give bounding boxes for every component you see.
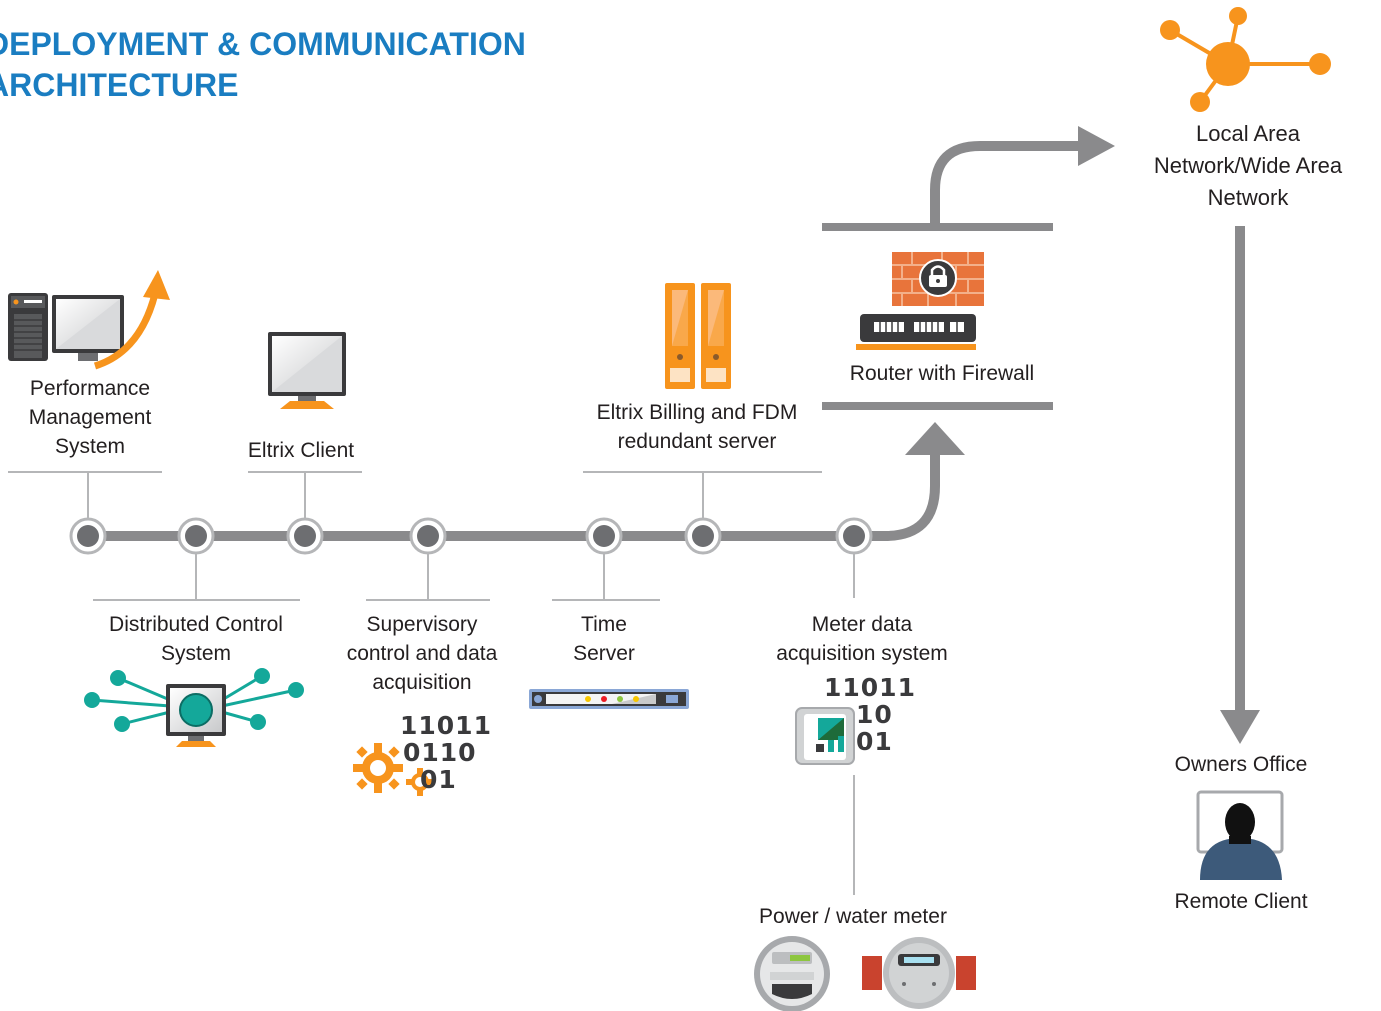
scada-binary-icon: 11011 0110 01 bbox=[400, 712, 492, 793]
label-line: System bbox=[54, 435, 125, 458]
performance-monitor-icon bbox=[52, 295, 124, 361]
label-line: Time bbox=[581, 613, 627, 636]
label-line: acquisition bbox=[372, 671, 472, 694]
performance-management-label: Performance Management System bbox=[10, 374, 170, 461]
mdas-binary-icon: 11011 10 01 bbox=[824, 674, 916, 755]
owners-arrow bbox=[1220, 710, 1260, 744]
firewall-icon bbox=[892, 252, 984, 306]
billing-server-icon bbox=[665, 283, 731, 389]
remote-client-icon bbox=[1196, 790, 1284, 880]
eltrix-client-label: Eltrix Client bbox=[247, 439, 355, 462]
label-line: control and data bbox=[346, 642, 498, 665]
diagram-title: DEPLOYMENT & COMMUNICATION ARCHITECTURE bbox=[0, 24, 526, 106]
binary-row: 10 bbox=[856, 700, 893, 729]
growth-arrow-icon bbox=[93, 270, 170, 370]
water-meter-icon bbox=[862, 937, 976, 1009]
router-icon bbox=[856, 314, 976, 350]
router-bottom-bar bbox=[822, 402, 1053, 410]
wan-arrow bbox=[1078, 126, 1115, 166]
label-line: Eltrix Billing and FDM bbox=[596, 401, 798, 424]
label-line: redundant server bbox=[617, 430, 777, 453]
mdas-label: Meter data acquisition system bbox=[752, 610, 972, 668]
binary-row: 01 bbox=[420, 765, 457, 794]
label-line: Server bbox=[573, 642, 635, 665]
label-line: Network bbox=[1207, 185, 1289, 210]
network-hub-icon bbox=[1160, 7, 1331, 112]
distributed-control-label: Distributed Control System bbox=[82, 610, 310, 668]
mdas-device-icon bbox=[795, 707, 855, 765]
bus-node bbox=[835, 517, 873, 555]
upper-brackets bbox=[8, 471, 822, 520]
billing-server-label: Eltrix Billing and FDM redundant server bbox=[570, 398, 824, 456]
wan-connector bbox=[930, 141, 1080, 223]
bus-node bbox=[409, 517, 447, 555]
bus-nodes bbox=[69, 517, 873, 555]
bus-node bbox=[69, 517, 107, 555]
label-line: Management bbox=[28, 406, 152, 429]
bus-node bbox=[286, 517, 324, 555]
binary-row: 11011 bbox=[400, 711, 492, 740]
binary-row: 01 bbox=[856, 727, 893, 756]
title-line-2: ARCHITECTURE bbox=[0, 67, 239, 103]
label-line: Local Area bbox=[1196, 121, 1300, 146]
owners-office-label: Owners Office bbox=[1174, 753, 1308, 776]
time-server-icon bbox=[529, 689, 689, 709]
label-line: Network/Wide Area bbox=[1153, 153, 1343, 178]
binary-row: 11011 bbox=[824, 673, 916, 702]
label-line: acquisition system bbox=[776, 642, 948, 665]
remote-client-label: Remote Client bbox=[1174, 890, 1308, 913]
time-server-label: Time Server bbox=[544, 610, 664, 668]
label-line: System bbox=[160, 642, 231, 665]
router-label: Router with Firewall bbox=[849, 362, 1035, 385]
scada-gear-icon bbox=[353, 743, 434, 796]
title-line-1: DEPLOYMENT & COMMUNICATION bbox=[0, 26, 526, 62]
bus-node bbox=[585, 517, 623, 555]
power-water-meter-label: Power / water meter bbox=[759, 905, 947, 928]
label-line: Supervisory bbox=[366, 613, 478, 636]
dcs-network-icon bbox=[84, 668, 304, 747]
power-meter-icon bbox=[754, 936, 830, 1011]
bus-node bbox=[684, 517, 722, 555]
binary-row: 0110 bbox=[403, 738, 477, 767]
bus-node bbox=[177, 517, 215, 555]
supervisory-control-label: Supervisory control and data acquisition bbox=[330, 610, 514, 697]
performance-server-icon bbox=[8, 293, 48, 361]
network-label: Local Area Network/Wide Area Network bbox=[1128, 118, 1368, 214]
label-line: Distributed Control bbox=[109, 613, 283, 636]
network-bus bbox=[88, 455, 940, 541]
label-line: Performance bbox=[29, 377, 151, 400]
client-monitor-icon bbox=[268, 332, 346, 409]
router-top-bar bbox=[822, 223, 1053, 231]
label-line: Meter data bbox=[811, 613, 913, 636]
lower-brackets bbox=[93, 552, 855, 895]
